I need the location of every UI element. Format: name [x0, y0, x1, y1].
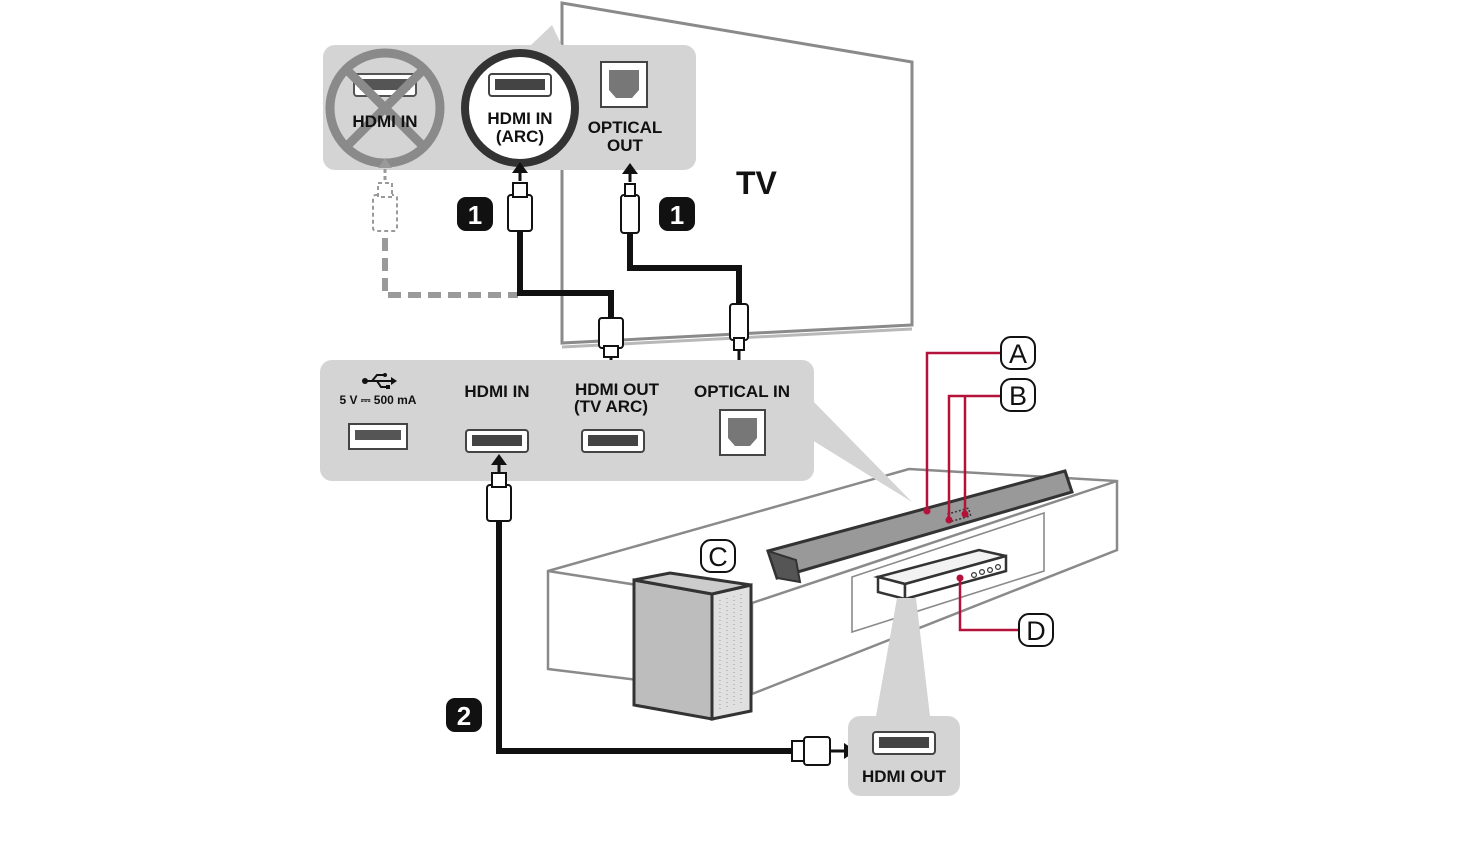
- tv-label: TV: [736, 165, 778, 201]
- hdmi-port-icon: [872, 731, 936, 755]
- usb-port-icon: [348, 423, 408, 450]
- usb-icon: [362, 373, 397, 389]
- svg-text:2: 2: [457, 701, 471, 731]
- tv-hdmi-arc-label-line1: HDMI IN: [487, 109, 552, 128]
- hdmi-arc-highlight-ring: [461, 49, 579, 167]
- source-hdmi-cable: [486, 454, 856, 766]
- source-hdmi-out-label: HDMI OUT: [862, 767, 947, 786]
- dashed-hdmi-cable: [372, 158, 518, 298]
- optical-port-icon: [600, 61, 648, 108]
- hdmi-port-icon: [581, 429, 645, 453]
- callout-b: B: [945, 378, 1036, 524]
- svg-text:1: 1: [468, 200, 482, 230]
- soundbar-optical-in-label: OPTICAL IN: [694, 382, 790, 401]
- step-badge-1-right: 1: [659, 197, 695, 231]
- soundbar-hdmi-out-label-line2: (TV ARC): [574, 397, 648, 416]
- hdmi-port-icon: [465, 429, 529, 453]
- tv-optical-out-label-line1: OPTICAL: [588, 118, 663, 137]
- source-device: [873, 548, 1008, 601]
- tv-hdmi-in-label: HDMI IN: [352, 112, 417, 131]
- source-port-panel: HDMI OUT: [848, 598, 960, 796]
- tv-port-panel: HDMI IN HDMI IN (ARC) OPTICAL OUT: [323, 25, 696, 170]
- tv-hdmi-arc-label-line2: (ARC): [496, 127, 544, 146]
- soundbar-hdmi-in-label: HDMI IN: [464, 382, 529, 401]
- callout-c: C: [700, 539, 736, 573]
- svg-text:C: C: [708, 542, 728, 572]
- usb-power-label: 5 V ⎓ 500 mA: [340, 393, 417, 407]
- step-badge-1-left: 1: [457, 197, 493, 231]
- callout-d: D: [956, 574, 1054, 647]
- svg-text:B: B: [1009, 381, 1027, 411]
- hdmi-port-icon: [488, 73, 552, 97]
- soundbar-hdmi-out-label-line1: HDMI OUT: [575, 380, 660, 399]
- svg-text:A: A: [1009, 339, 1027, 369]
- soundbar-port-panel: 5 V ⎓ 500 mA HDMI IN HDMI OUT (TV ARC) O…: [320, 360, 912, 502]
- callout-a: A: [923, 336, 1036, 515]
- tv-optical-out-label-line2: OUT: [607, 136, 644, 155]
- hdmi-arc-cable: [507, 162, 624, 378]
- optical-port-icon: [719, 409, 766, 456]
- svg-text:D: D: [1026, 616, 1046, 646]
- subwoofer: [632, 571, 753, 721]
- step-badge-2: 2: [446, 698, 482, 732]
- svg-text:1: 1: [670, 200, 684, 230]
